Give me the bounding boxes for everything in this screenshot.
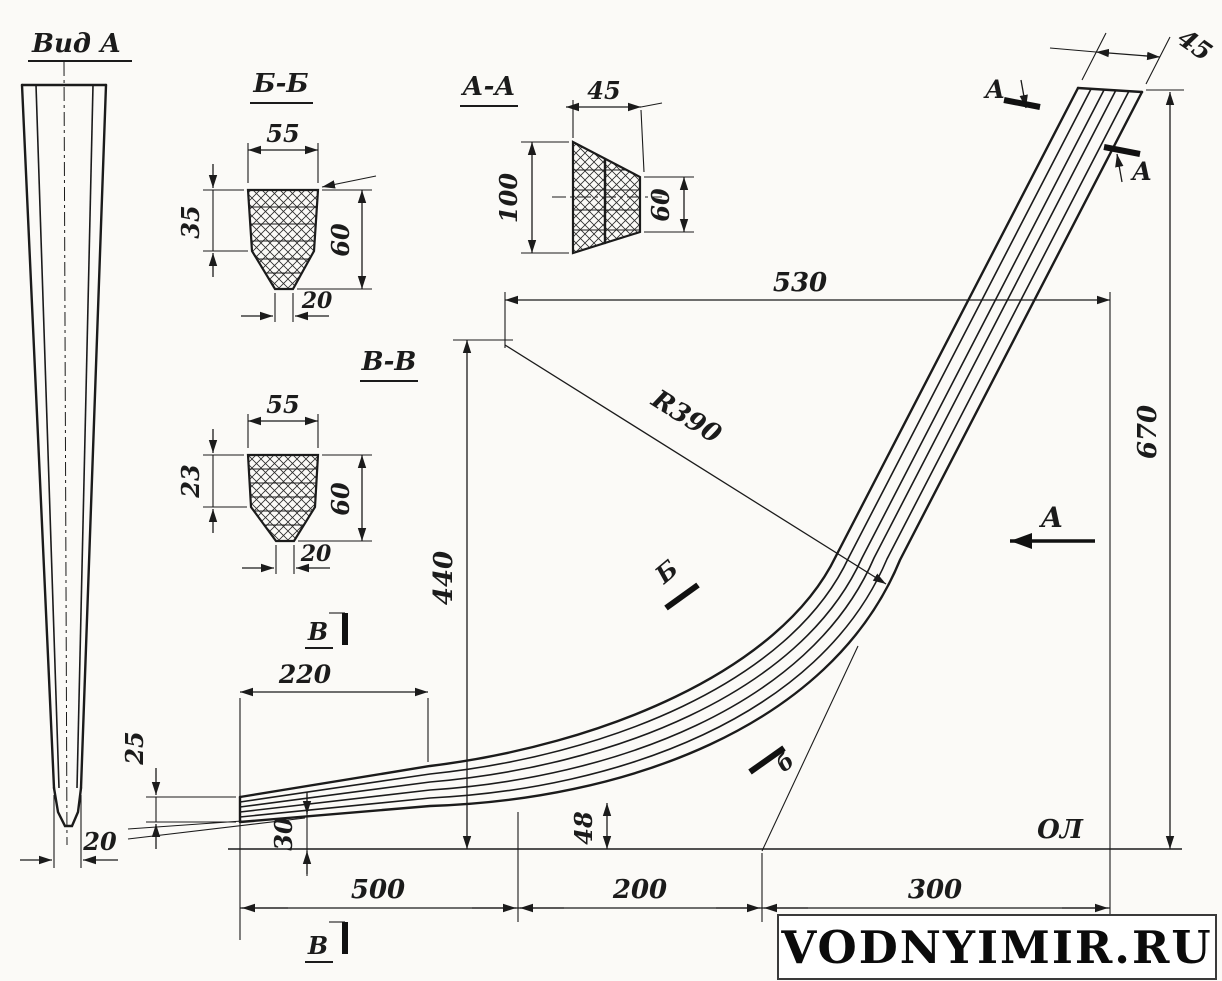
- view-arrow-a: А: [1010, 501, 1095, 549]
- cut-b1-label: Б: [649, 554, 684, 590]
- section-bb-label: Б-Б: [252, 69, 308, 99]
- dim-220: 220: [278, 660, 332, 689]
- lamination-line: [239, 89, 1105, 808]
- cut-a1-tick: [1003, 97, 1041, 110]
- cut-a2-tick: [1103, 144, 1141, 157]
- section-bb-group: Б-Б 55 35 60 20: [176, 69, 377, 322]
- view-a-arrow-label: А: [1039, 501, 1064, 534]
- cut-b2-tick: [748, 745, 786, 775]
- dim-25: 25: [120, 731, 149, 765]
- section-bb-leader: [321, 175, 377, 189]
- cut-a1-label: А: [983, 75, 1005, 104]
- radius-leader: [504, 344, 887, 585]
- cut-v2-label: В: [307, 931, 328, 960]
- cut-marker-b2: б: [748, 745, 800, 778]
- cut-marker-b1: Б: [649, 554, 700, 611]
- view-a-group: Вид А 20: [20, 29, 132, 868]
- dim-48: 48: [569, 811, 598, 845]
- section-bb-dim-60: 60: [326, 223, 355, 257]
- view-a-label: Вид А: [31, 29, 121, 59]
- cut-marker-v-upper: В: [305, 612, 348, 649]
- waterline-label: ОЛ: [1037, 815, 1084, 845]
- lamination-line: [239, 90, 1130, 818]
- section-vv-body: [246, 453, 320, 543]
- dim-440: 440: [429, 551, 459, 605]
- dim-200: 200: [612, 875, 667, 905]
- lamination-line: [239, 89, 1117, 813]
- view-a-dim-20: 20: [82, 827, 117, 856]
- stick-lower-edge: [238, 90, 1144, 824]
- dim-670: 670: [1133, 405, 1163, 459]
- dim-30: 30: [269, 817, 298, 851]
- view-a-centerline: [63, 61, 68, 846]
- watermark-text: VODNYIMIR.RU: [780, 921, 1212, 974]
- section-vv-label: В-В: [361, 347, 417, 377]
- section-aa-dim-60: 60: [646, 188, 675, 222]
- section-aa-label: А-А: [460, 72, 515, 102]
- shaft-projection-line: [761, 645, 859, 852]
- watermark-box: [777, 914, 1217, 980]
- section-aa-group: А-А 45 100 60: [460, 72, 694, 255]
- section-aa-dim-100: 100: [494, 173, 523, 223]
- dim-500: 500: [351, 875, 405, 905]
- section-bb-body: [246, 188, 320, 291]
- stick-top-edge: [1076, 86, 1144, 94]
- cut-v1-label: В: [307, 617, 328, 646]
- section-vv-dim-20: 20: [300, 541, 332, 567]
- dim-530: 530: [773, 268, 827, 298]
- cut-marker-a1: А: [983, 75, 1041, 110]
- dim-300: 300: [908, 875, 962, 905]
- lamination-line: [239, 88, 1092, 803]
- watermark-group: VODNYIMIR.RU: [777, 914, 1217, 980]
- cut-marker-v-lower: В: [305, 921, 348, 963]
- section-bb-dim-20: 20: [301, 288, 333, 314]
- dim-45: 45: [1172, 23, 1217, 67]
- section-vv-dim-60: 60: [326, 482, 355, 516]
- section-bb-dim-55: 55: [266, 119, 299, 148]
- stick-profile-group: [127, 86, 1182, 852]
- section-vv-dim-23: 23: [176, 464, 205, 498]
- cut-b1-tick: [664, 582, 700, 611]
- cut-marker-a2: А: [1103, 144, 1152, 186]
- stick-upper-edge: [238, 86, 1080, 799]
- section-bb-dim-35: 35: [176, 205, 205, 238]
- section-vv-dim-55: 55: [266, 390, 299, 419]
- view-a-tip: [52, 786, 83, 828]
- section-aa-dim-45: 45: [587, 76, 620, 105]
- cut-a2-label: А: [1130, 157, 1152, 186]
- main-dimensions-group: 530 670 440 R390 45 220 25 30 48: [120, 23, 1217, 940]
- section-vv-group: В-В 55 23 60 20: [176, 347, 418, 574]
